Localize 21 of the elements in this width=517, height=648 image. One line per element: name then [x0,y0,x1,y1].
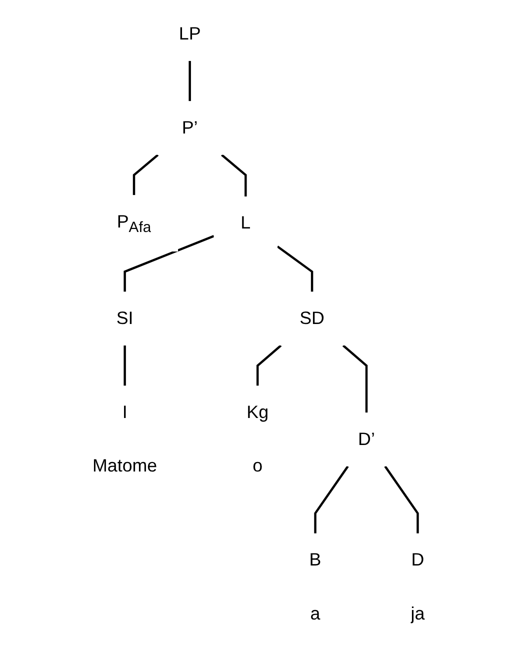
connector [342,344,368,413]
connector [220,154,247,196]
connector [132,154,159,196]
node-text: D ja [410,550,425,624]
node-text: P’ [182,118,198,138]
connector [124,235,214,292]
connector [188,60,191,102]
node-text: B a [309,550,322,624]
connector [124,345,126,386]
node-text: SI [116,308,134,328]
node-text: LP [178,24,201,44]
connector [384,466,419,534]
node-text: D’ [358,430,375,450]
node-text: Kg o [246,402,268,476]
connector [314,466,349,534]
node-text: I Matome [92,402,158,476]
node-text: P$_{Afa}$ [116,212,152,236]
connector [276,246,314,292]
node-text: L [240,213,251,234]
connector [256,344,282,386]
node-text: SD [300,308,324,328]
